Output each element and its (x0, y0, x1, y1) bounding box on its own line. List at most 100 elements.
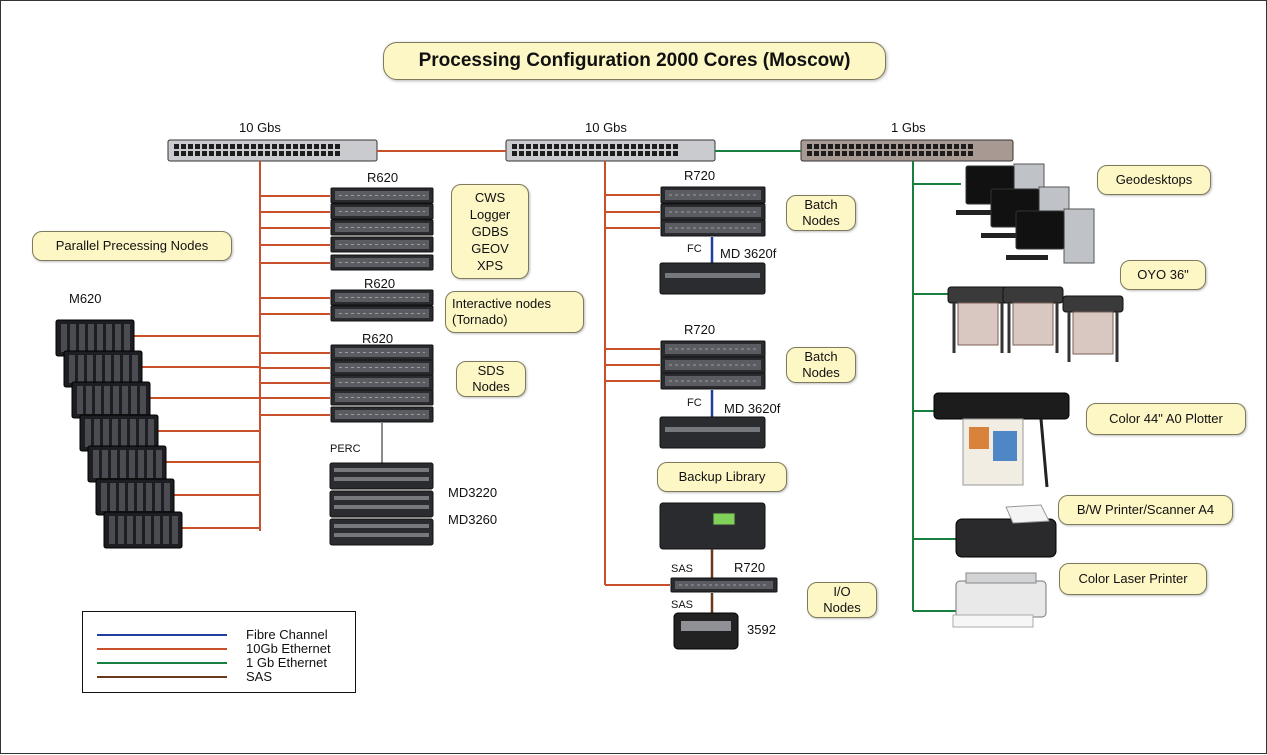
switch-port (673, 144, 678, 149)
switch-port (638, 144, 643, 149)
m620-blade (137, 483, 143, 511)
switch-port (828, 151, 833, 156)
m620-blade (131, 386, 137, 414)
m620-blade (118, 516, 124, 544)
legend: Fibre Channel 10Gb Ethernet 1 Gb Etherne… (82, 611, 356, 693)
switch-port (624, 151, 629, 156)
switch-port (807, 151, 812, 156)
md-storage-shelf-slot (334, 533, 429, 537)
legend-label-fibre: Fibre Channel (246, 627, 328, 642)
md3220-label: MD3220 (448, 485, 498, 500)
legend-label-1gb: 1 Gb Ethernet (246, 655, 327, 670)
m620-blade (86, 386, 92, 414)
switch-port (849, 151, 854, 156)
switch-port (835, 144, 840, 149)
switch-port (954, 144, 959, 149)
center-switch (505, 139, 716, 162)
switch-port (575, 144, 580, 149)
laser-printer-top (965, 572, 1037, 584)
m620-blade (103, 419, 109, 447)
m620-blade (104, 386, 110, 414)
m620-blade (61, 324, 67, 352)
m620-blade (110, 483, 116, 511)
r720-mid-label: R720 (684, 322, 716, 337)
desktop-keyboard (981, 233, 1023, 238)
switch-port (568, 151, 573, 156)
legend-swatch-fibre (97, 634, 227, 636)
switch-port (216, 144, 221, 149)
switch-port (328, 144, 333, 149)
m620-blade (145, 516, 151, 544)
switch-port (596, 144, 601, 149)
m620-blade (130, 419, 136, 447)
switch-port (828, 144, 833, 149)
md3620f-mid-storage (659, 416, 766, 449)
switch-port (961, 144, 966, 149)
tape-drive-slot (681, 621, 731, 631)
switch-port (919, 151, 924, 156)
m620-blade (93, 450, 99, 478)
oyo-plotter-callout: OYO 36" (1120, 260, 1206, 290)
switch-port (968, 144, 973, 149)
center-switch-speed-label: 10 Gbs (585, 120, 627, 135)
switch-port (223, 151, 228, 156)
switch-port (856, 151, 861, 156)
legend-swatch-10gb (97, 648, 227, 650)
switch-port (561, 144, 566, 149)
switch-port (188, 144, 193, 149)
m620-blade (122, 386, 128, 414)
switch-port (540, 144, 545, 149)
switch-port (589, 144, 594, 149)
switch-port (519, 144, 524, 149)
switch-port (568, 144, 573, 149)
switch-port (307, 151, 312, 156)
md3620f-top-slot (665, 273, 760, 278)
desktop-keyboard (1006, 255, 1048, 260)
switch-port (652, 151, 657, 156)
switch-port (554, 144, 559, 149)
m620-chassis (71, 381, 151, 419)
m620-blade (87, 355, 93, 383)
color-plotter-callout: Color 44" A0 Plotter (1086, 403, 1246, 435)
switch-port (195, 151, 200, 156)
md3620f-mid-label: MD 3620f (724, 401, 781, 416)
switch-port (244, 151, 249, 156)
switch-port (279, 151, 284, 156)
switch-port (631, 144, 636, 149)
m620-blade (123, 355, 129, 383)
left-switch-speed-label: 10 Gbs (239, 120, 281, 135)
m620-blade (94, 419, 100, 447)
interactive-nodes-callout: Interactive nodes (Tornado) (445, 291, 584, 333)
switch-port (898, 151, 903, 156)
r620-mid-label: R620 (364, 276, 396, 291)
color-plotter-body (933, 392, 1070, 420)
md-storage-shelf-slot (334, 477, 429, 481)
switch-port (947, 144, 952, 149)
switch-port (919, 144, 924, 149)
switch-port (258, 144, 263, 149)
switch-port (533, 144, 538, 149)
m620-blade (95, 386, 101, 414)
bw-printer-callout: B/W Printer/Scanner A4 (1058, 495, 1233, 525)
switch-port (617, 144, 622, 149)
m620-blade (106, 324, 112, 352)
left-switch-body (167, 139, 378, 162)
switch-port (659, 144, 664, 149)
switch-port (926, 151, 931, 156)
oyo-plotter-head (1062, 295, 1124, 313)
switch-port (610, 151, 615, 156)
m620-blade (97, 324, 103, 352)
m620-blade (147, 450, 153, 478)
switch-port (174, 151, 179, 156)
oyo-plotter-head (947, 286, 1009, 304)
switch-port (863, 151, 868, 156)
r720-io-label: R720 (734, 560, 766, 575)
backup-library-display (712, 512, 736, 526)
m620-blade (79, 324, 85, 352)
switch-port (195, 144, 200, 149)
m620-blade (124, 324, 130, 352)
m620-blade (105, 355, 111, 383)
switch-port (554, 151, 559, 156)
parallel-nodes-callout: Parallel Precessing Nodes (32, 231, 232, 261)
switch-port (898, 144, 903, 149)
